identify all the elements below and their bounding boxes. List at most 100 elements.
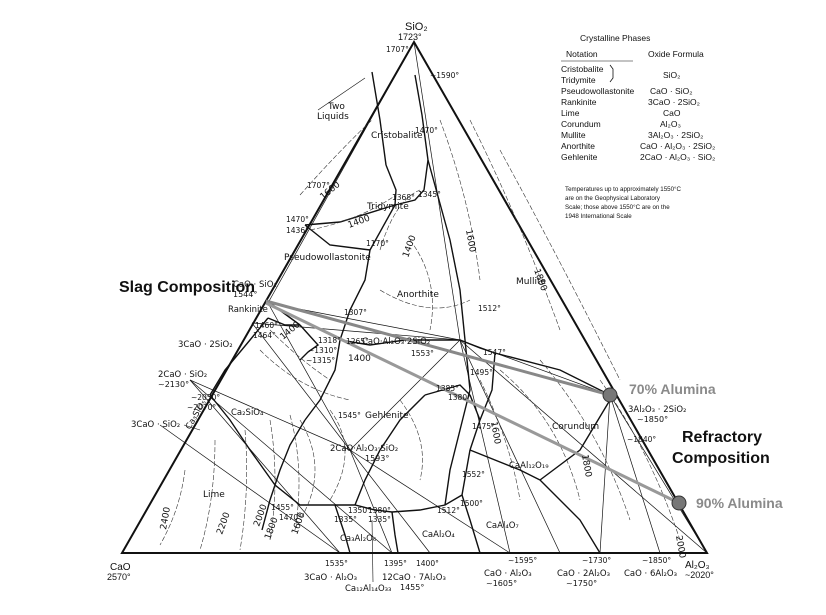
- field-label-rankinite: Rankinite: [228, 305, 268, 315]
- field-label-caal4o7: CaAl₄O₇: [486, 521, 519, 531]
- temp-label: 1470°: [279, 513, 302, 522]
- phase-boundaries: [209, 71, 611, 554]
- edge-label-c3a: 3CaO · Al₂O₃: [304, 573, 357, 583]
- temp-label: 1512°: [478, 304, 501, 313]
- vertex-sio2-formula: SiO₂: [405, 21, 428, 33]
- field-label-corundum: Corundum: [552, 422, 599, 432]
- vertex-cao-formula: CaO: [110, 562, 131, 573]
- isotherm-curves: [159, 119, 681, 551]
- legend-row-formula: 3CaO · 2SiO₂: [648, 97, 700, 107]
- crystalline-phases-legend: Crystalline Phases Notation Oxide Formul…: [561, 33, 715, 220]
- legend-row-formula: SiO₂: [663, 70, 680, 80]
- legend-row-formula: CaO: [663, 108, 681, 118]
- field-label-mullite-composition: 3Al₂O₃ · 2SiO₂: [628, 405, 686, 415]
- temp-label: 1707°: [307, 181, 330, 190]
- temp-label: 1436°: [286, 226, 309, 235]
- edge-label-cs-formula: CaO · SiO₂: [233, 280, 277, 290]
- temp-label: ~1315°: [306, 356, 335, 365]
- legend-note-line: Scale; those above 1550°C are on the: [565, 204, 670, 211]
- temp-label: ~2070°: [187, 403, 216, 412]
- temp-label: ~1850°: [642, 556, 671, 565]
- slag-composition-label: Slag Composition: [119, 279, 255, 296]
- temp-label: ~1310°: [308, 346, 337, 355]
- edge-label-ca6: CaO · 6Al₂O₃: [624, 569, 677, 579]
- field-label-two-liquids: Liquids: [317, 112, 349, 122]
- field-label-anorthite: Anorthite: [397, 290, 439, 300]
- edge-label-c12a7-temp: 1455°: [400, 583, 424, 592]
- temp-label: 1545°: [338, 411, 361, 420]
- field-label-ca3al2o6: Ca₃Al₂O₆: [340, 534, 377, 544]
- legend-row-formula: 3Al₂O₃ · 2SiO₂: [648, 130, 703, 140]
- isotherm-label: 2400: [159, 506, 173, 531]
- isotherm-label: 1400: [401, 234, 418, 259]
- temp-label: 1470°: [415, 126, 438, 135]
- field-label-anorthite-composition: CaO·Al₂O₃·2SiO₂: [362, 337, 430, 347]
- legend-row-notation: Gehlenite: [561, 152, 598, 162]
- invariant-temperatures: 1707° ~1590° 1470° 1707° 1368° 1345° 147…: [187, 45, 671, 568]
- temp-label: 1170°: [366, 239, 389, 248]
- temp-label: ~1590°: [430, 71, 459, 80]
- field-label-cristobalite: Cristobalite: [371, 131, 423, 141]
- legend-row-notation: Cristobalite: [561, 64, 604, 74]
- ternary-triangle-outline: [120, 39, 709, 554]
- legend-row-notation: Corundum: [561, 119, 601, 129]
- edge-label-ca2: CaO · 2Al₂O₃: [557, 569, 610, 579]
- isotherm-labels: 1600 1400 1400 1600 1800 1400 1400 1600 …: [159, 180, 687, 560]
- temp-label: 1475°: [472, 422, 495, 431]
- legend-title: Crystalline Phases: [580, 33, 650, 43]
- temp-label: 1335°: [334, 515, 357, 524]
- legend-brace: [609, 64, 614, 83]
- alumina-70-label: 70% Alumina: [629, 381, 716, 397]
- leader-line: [317, 77, 366, 111]
- leader-line: [183, 424, 201, 431]
- refractory-composition-label: Composition: [672, 450, 770, 467]
- alumina-70-marker: [602, 387, 618, 403]
- alkemade-lines: [159, 41, 708, 554]
- composition-tie-lines: [265, 299, 687, 511]
- edge-label-c2s-formula: 2CaO · SiO₂: [158, 370, 207, 380]
- isotherm-label: 1600: [488, 421, 502, 446]
- edge-label-c12a7: 12CaO · 7Al₂O₃: [382, 573, 446, 583]
- isotherm-label: 1800: [579, 454, 593, 479]
- temp-label: 1265°: [346, 337, 369, 346]
- field-label-pseudowollastonite: Pseudowollastonite: [284, 253, 371, 263]
- legend-note-line: 1948 International Scale: [565, 213, 632, 220]
- temp-label: 1553°: [411, 349, 434, 358]
- temp-label: 1500°: [460, 499, 483, 508]
- vertex-sio2-temp: 1723°: [398, 32, 422, 42]
- vertex-al2o3-formula: Al₂O₃: [685, 560, 710, 571]
- field-label-mullite-temp: ~1850°: [637, 415, 668, 424]
- isotherm-label: 1400: [348, 354, 371, 364]
- isotherm-label: 1600: [463, 229, 477, 254]
- field-label-caal12o19: CaAl₁₂O₁₉: [509, 461, 549, 471]
- legend-col-notation: Notation: [566, 49, 598, 59]
- edge-label-ca2-temp: ~1750°: [566, 579, 597, 588]
- legend-row-formula: CaO · Al₂O₃ · 2SiO₂: [640, 141, 715, 151]
- field-label-gehlenite: Gehlenite: [365, 411, 409, 421]
- field-label-two-liquids: Two: [327, 102, 345, 112]
- temp-label: ~1730°: [582, 556, 611, 565]
- temp-label: 1470°: [286, 215, 309, 224]
- legend-note-line: Temperatures up to approximately 1550°C: [565, 186, 682, 193]
- isotherm-label: 2000: [252, 503, 269, 528]
- temp-label: 1385°: [436, 384, 459, 393]
- temp-label: ~1840°: [627, 435, 656, 444]
- field-label-ca12al14o33: Ca₁₂Al₁₄O₃₃: [345, 584, 391, 594]
- field-label-c2s: Ca₂SiO₄: [231, 408, 264, 418]
- legend-note-line: are on the Geophysical Laboratory: [565, 195, 661, 202]
- legend-row-formula: 2CaO · Al₂O₃ · SiO₂: [640, 152, 715, 162]
- slag-to-70-alumina-line: [265, 299, 611, 397]
- field-label-gehlenite-temp: 1593°: [365, 454, 389, 463]
- field-label-caal2o4: CaAl₂O₄: [422, 530, 455, 540]
- temp-label: 1455°: [271, 503, 294, 512]
- temp-label: 1350°: [348, 506, 371, 515]
- edge-label-ca-temp: ~1605°: [486, 579, 517, 588]
- legend-row-notation: Pseudowollastonite: [561, 86, 635, 96]
- vertex-cao-temp: 2570°: [107, 572, 131, 582]
- vertex-al2o3-temp: ~2020°: [685, 570, 714, 580]
- edge-label-c3s: 3CaO · SiO₂: [131, 420, 180, 430]
- legend-row-notation: Lime: [561, 108, 580, 118]
- temp-label: ~2050°: [191, 393, 220, 402]
- legend-row-notation: Rankinite: [561, 97, 597, 107]
